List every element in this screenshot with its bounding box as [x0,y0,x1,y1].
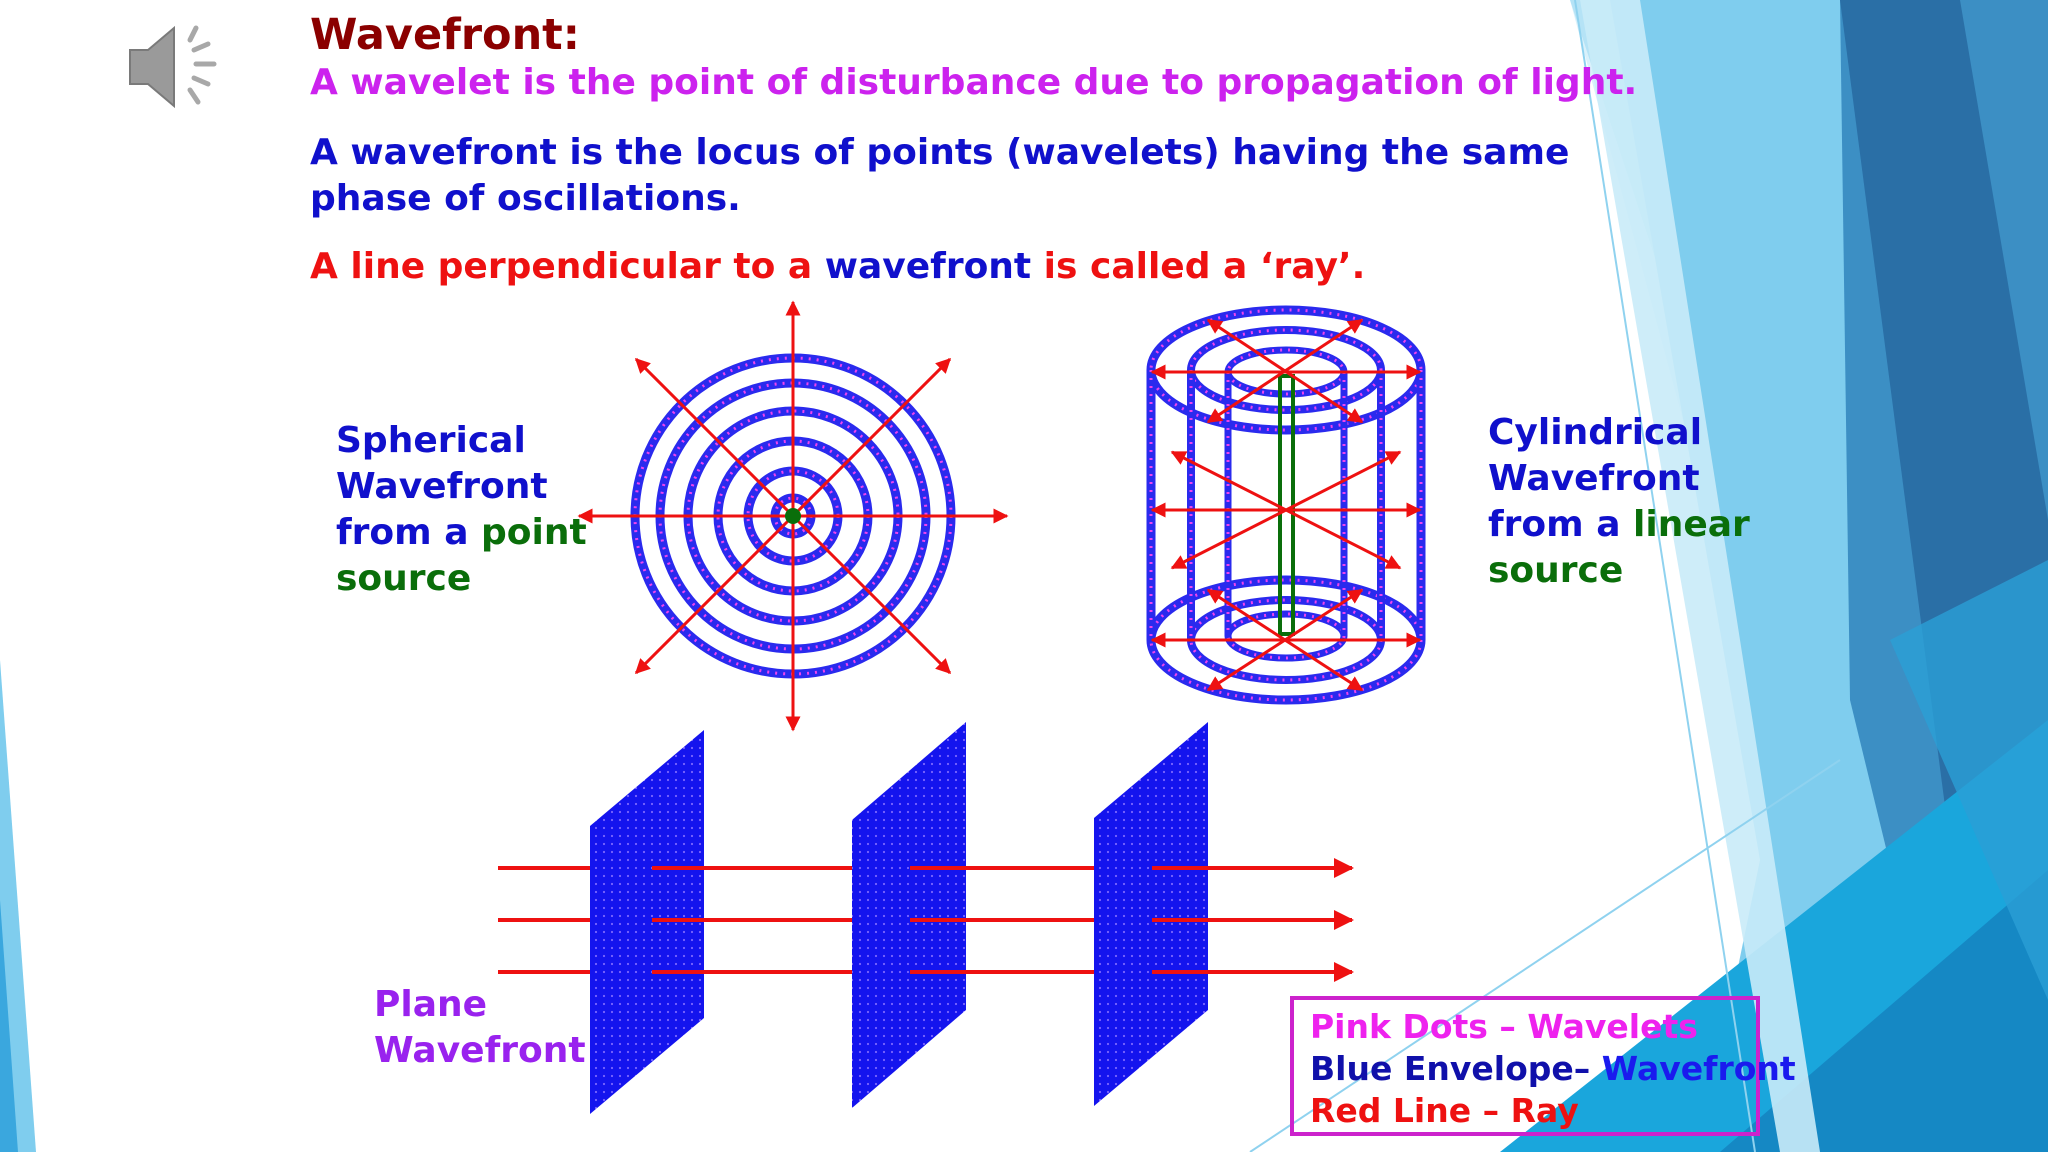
legend-wavelets: Pink Dots – Wavelets [1310,1007,1698,1046]
slide-title: Wavefront: [310,10,580,60]
ray-definition-part3: is called a ‘ray’. [1031,246,1366,287]
point-source [785,508,801,524]
spherical-label-line4: source [336,558,472,599]
plane-ray-segments-back [498,866,590,974]
cylindrical-label-from: from a [1488,504,1634,545]
legend-ray: Red Line – Ray [1310,1091,1579,1130]
cylindrical-label-linear: linear [1633,504,1750,545]
plane-wavefront-3 [1094,722,1208,1106]
cylindrical-label-line2: Wavefront [1488,458,1700,499]
cylindrical-label-line3: from a linear [1488,502,1750,548]
spherical-label-line1: Spherical [336,420,526,461]
wavefront-definition: A wavefront is the locus of points (wave… [310,132,1570,219]
plane-wavefront-2 [852,722,966,1108]
legend-wavefront: Blue Envelope– Wavefront [1310,1048,1796,1090]
legend-box: Pink Dots – Wavelets Blue Envelope– Wave… [1290,996,1796,1136]
plane-label: Plane Wavefront [374,982,586,1074]
ray-definition: A line perpendicular to a wavefront is c… [310,246,1365,287]
spherical-label-line2: Wavefront [336,466,548,507]
spherical-ray [634,514,795,675]
spherical-ray [791,357,952,518]
spherical-ray [634,357,795,518]
wavelet-definition: A wavelet is the point of disturbance du… [310,62,1638,103]
plane-rays [1152,858,1354,982]
ray-definition-part1: A line perpendicular to a [310,246,825,287]
spherical-label-from: from a [336,512,482,553]
cylindrical-rays [1150,318,1422,692]
speaker-icon[interactable] [124,18,234,118]
spherical-label: Spherical Wavefront from a point source [336,418,587,602]
spherical-ray [791,514,952,675]
cylindrical-label: Cylindrical Wavefront from a linear sour… [1488,410,1750,594]
legend-wavefront-word: Wavefront [1601,1049,1796,1088]
plane-label-line1: Plane [374,984,488,1025]
spherical-rays [577,300,1009,732]
plane-wavefront-1 [590,730,704,1114]
cylindrical-label-line1: Cylindrical [1488,412,1703,453]
plane-label-line2: Wavefront [374,1030,586,1071]
spherical-label-point: point [481,512,587,553]
ray-definition-part2: wavefront [824,246,1032,287]
cylindrical-label-line4: source [1488,550,1624,591]
spherical-label-line3: from a point [336,510,587,556]
legend-envelope-label: Blue Envelope– [1310,1049,1602,1088]
